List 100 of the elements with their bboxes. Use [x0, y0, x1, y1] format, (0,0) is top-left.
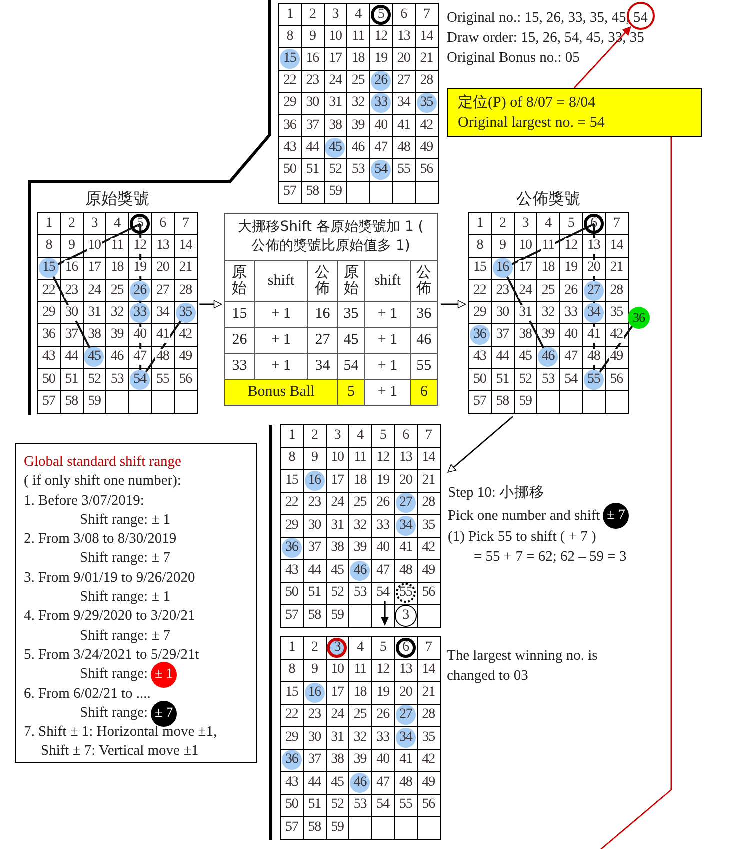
- grid-number: 39: [540, 327, 556, 344]
- highlighted-number: 27: [584, 280, 604, 301]
- number-grid: [280, 636, 441, 840]
- arrow: [441, 300, 466, 309]
- shift-badge: ± 7: [603, 503, 630, 529]
- arrow: [200, 300, 222, 309]
- grid-number: 41: [586, 327, 602, 344]
- circled-number: 5: [371, 4, 392, 25]
- list-text: 6. From 6/02/21 to ....: [24, 684, 151, 704]
- table-cell: 55: [410, 354, 438, 380]
- header-cell: 公佈: [308, 260, 338, 302]
- highlighted-number: 34: [396, 728, 416, 748]
- highlighted-number: 54: [371, 160, 392, 180]
- table-cell: 6: [410, 380, 438, 406]
- grid-number: 38: [87, 327, 102, 344]
- highlighted-number: 26: [130, 280, 150, 301]
- table-title: 大挪移Shift 各原始獎號加 1 ( 公佈的獎號比原始值多 1): [224, 214, 438, 260]
- grid-number: 23: [64, 282, 80, 299]
- list-text: Shift range:: [80, 704, 148, 723]
- table-cell: 15: [224, 302, 255, 328]
- panel-title: Global standard shift range: [24, 453, 182, 472]
- table-cell: + 1: [364, 328, 411, 354]
- list-text: 1. Before 3/07/2019:: [24, 492, 144, 511]
- list-text: Shift range: ± 7: [80, 626, 171, 646]
- header-cell: shift: [254, 260, 308, 302]
- highlighted-number: 36: [282, 538, 302, 558]
- circled-number: 3: [394, 604, 417, 627]
- table-cell: Bonus Ball: [224, 380, 338, 406]
- grid-number: 41: [155, 327, 170, 344]
- step-text: (1) Pick 55 to shift ( + 7 ): [448, 529, 596, 545]
- circled-number: 55: [396, 583, 416, 604]
- highlighted-number: 55: [584, 370, 604, 390]
- circled-number: 6: [396, 638, 416, 658]
- note-text: 定位(P) of 8/07 = 8/04: [458, 93, 597, 113]
- step-text: Pick one number and shift: [448, 508, 600, 524]
- highlighted-number: 36: [470, 325, 490, 346]
- table-cell: 27: [308, 328, 338, 354]
- table-cell: + 1: [254, 354, 308, 380]
- grid-number: 30: [64, 304, 80, 321]
- grid-number: 48: [586, 349, 602, 366]
- header-cell: 原始: [338, 260, 365, 302]
- highlighted-number: 16: [304, 470, 325, 491]
- table-cell: + 1: [364, 380, 411, 406]
- shift-badge: ± 7: [151, 700, 178, 727]
- grid-heading: 原始獎號: [84, 188, 150, 210]
- step-heading: Step 10: 小挪移: [448, 485, 545, 501]
- highlighted-number: 34: [396, 516, 416, 536]
- shift-table: [224, 213, 438, 406]
- list-text: Shift ± 7: Vertical move ±1: [41, 742, 199, 762]
- highlighted-number: 27: [396, 493, 416, 514]
- table-cell: 54: [338, 354, 365, 380]
- header-cell: 原始: [224, 260, 255, 302]
- table-cell: 33: [224, 354, 255, 380]
- table-cell: 16: [308, 302, 338, 328]
- highlighted-number: 34: [584, 302, 604, 323]
- table-cell: + 1: [254, 302, 308, 328]
- table-cell: + 1: [254, 328, 308, 354]
- table-cell: 46: [410, 328, 438, 354]
- circled-number: 3: [327, 638, 348, 658]
- table-cell: 5: [338, 380, 365, 406]
- grid-number: 10: [87, 238, 102, 254]
- table-cell: + 1: [364, 354, 411, 380]
- note-text: Original largest no. = 54: [458, 114, 606, 133]
- result-text: The largest winning no. is changed to 03: [447, 648, 598, 684]
- list-text: 2. From 3/08 to 8/30/2019: [24, 530, 177, 550]
- grid-number: 19: [132, 260, 148, 276]
- highlighted-number: 36: [282, 750, 302, 770]
- list-text: 4. From 9/29/2020 to 3/20/21: [24, 607, 196, 626]
- highlighted-number: 46: [350, 772, 370, 793]
- highlighted-number: 54: [130, 370, 150, 390]
- number-grid: [278, 3, 439, 204]
- grid-heading: 公佈獎號: [515, 188, 582, 210]
- highlighted-number: 26: [371, 71, 392, 92]
- highlighted-number: 15: [280, 48, 300, 69]
- arrow: [448, 416, 514, 473]
- highlighted-number: 16: [304, 682, 325, 703]
- info-panel: [15, 443, 257, 763]
- highlighted-number: 46: [350, 560, 370, 581]
- note-box: [447, 88, 702, 137]
- list-text: Shift range: ± 1: [80, 588, 171, 608]
- grid-number: 24: [518, 282, 533, 299]
- highlighted-number: 33: [371, 93, 392, 114]
- grid-number: 31: [518, 304, 533, 321]
- grid-number: 20: [586, 260, 602, 276]
- grid-number: 12: [132, 238, 148, 254]
- list-text: ( if only shift one number):: [24, 472, 182, 492]
- shift-badge: ± 1: [151, 662, 178, 688]
- highlighted-number: 27: [396, 705, 416, 726]
- highlighted-number: 45: [84, 347, 104, 368]
- header-cell: 公佈: [410, 260, 438, 302]
- list-text: Shift range: ± 1: [80, 510, 171, 530]
- grid-number: 40: [132, 327, 148, 344]
- info-text: Original Bonus no.: 05: [447, 50, 580, 66]
- table-cell: + 1: [364, 302, 411, 328]
- table-cell: 34: [308, 354, 338, 380]
- grid-number: 54: [376, 585, 390, 602]
- grid-number: 42: [609, 327, 624, 344]
- highlighted-number: 35: [416, 93, 437, 114]
- table-cell: 26: [224, 328, 255, 354]
- header-cell: shift: [364, 260, 411, 302]
